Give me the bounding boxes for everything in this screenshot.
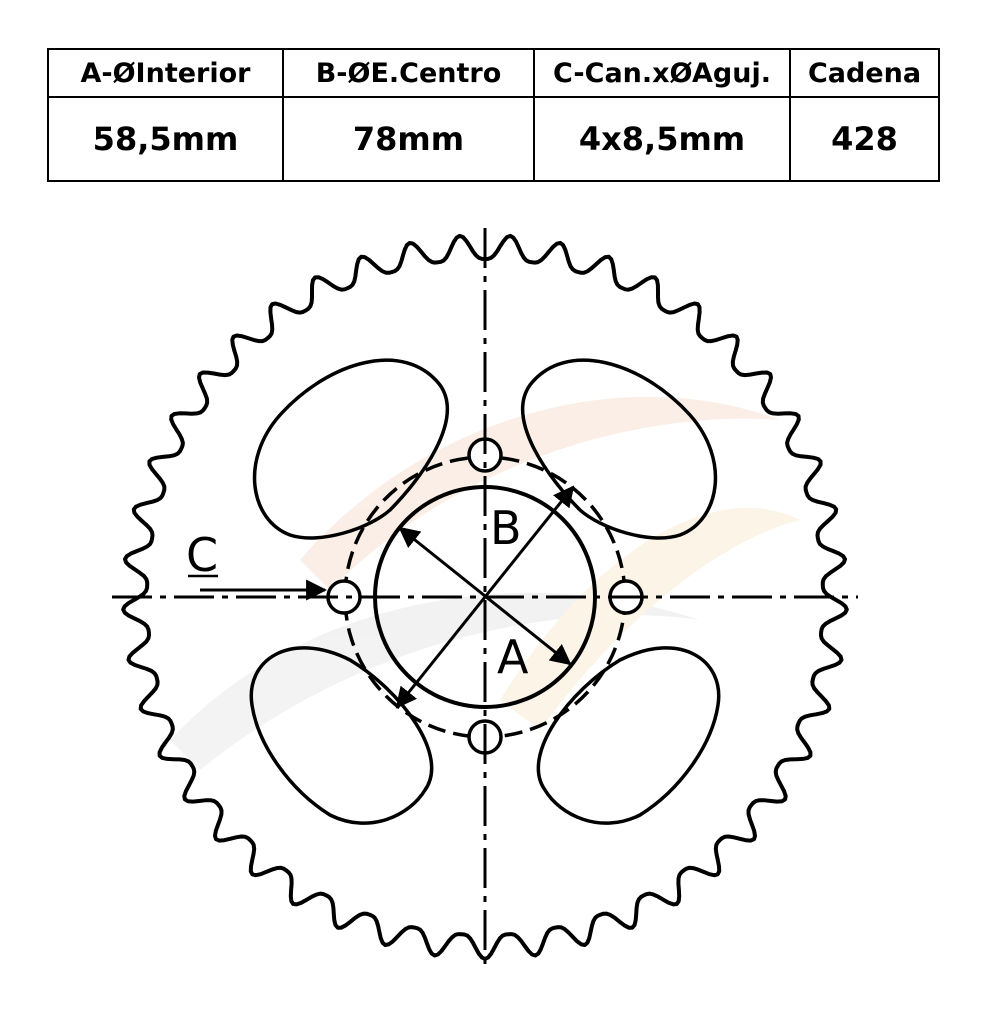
value-inner-diameter: 58,5mm xyxy=(47,96,284,182)
header-chain: Cadena xyxy=(789,48,940,98)
label-a: A xyxy=(497,630,529,684)
value-center-distance: 78mm xyxy=(282,96,535,182)
value-chain: 428 xyxy=(789,96,940,182)
label-b: B xyxy=(490,501,522,555)
spec-header-row: A-ØInterior B-ØE.Centro C-Can.xØAguj. Ca… xyxy=(47,48,940,98)
label-c: C xyxy=(186,528,218,582)
spec-value-row: 58,5mm 78mm 4x8,5mm 428 xyxy=(47,96,940,182)
header-holes: C-Can.xØAguj. xyxy=(533,48,791,98)
sprocket-diagram: B A C xyxy=(112,228,858,970)
dimension-arrows xyxy=(200,485,575,709)
dimension-a-arrow xyxy=(398,526,572,666)
header-center-distance: B-ØE.Centro xyxy=(282,48,535,98)
header-inner-diameter: A-ØInterior xyxy=(47,48,284,98)
value-holes: 4x8,5mm xyxy=(533,96,791,182)
spec-table: A-ØInterior B-ØE.Centro C-Can.xØAguj. Ca… xyxy=(47,48,940,182)
